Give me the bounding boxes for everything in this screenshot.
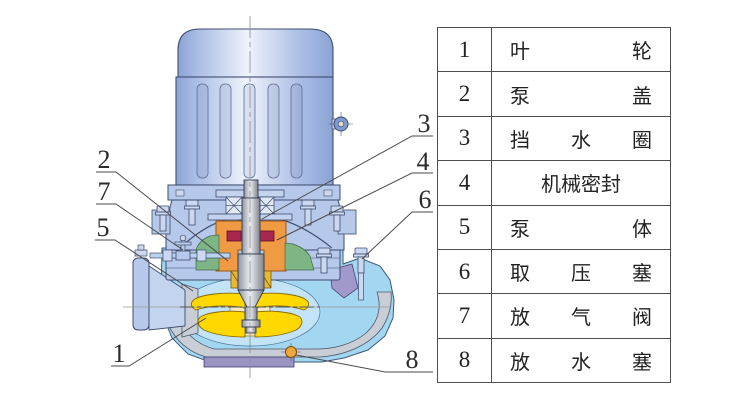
callout-7: 7 xyxy=(97,177,111,206)
part-name: 取 压 塞 xyxy=(491,248,671,295)
callout-5: 5 xyxy=(96,213,110,242)
centerlines xyxy=(123,16,390,378)
callout-3: 3 xyxy=(417,109,431,138)
table-row: 6 取 压 塞 xyxy=(437,248,671,295)
table-row: 3 挡 水 圈 xyxy=(437,115,671,162)
part-name: 放 气 阀 xyxy=(491,293,671,339)
lifting-eye-bolt xyxy=(329,112,353,136)
seal-ring-left xyxy=(226,230,242,242)
drain-plug xyxy=(281,343,301,361)
part-name: 叶 轮 xyxy=(491,26,671,73)
base-foot xyxy=(203,356,295,368)
part-number: 7 xyxy=(437,293,492,339)
callout-4: 4 xyxy=(416,147,430,176)
part-name: 放 水 塞 xyxy=(491,337,671,384)
part-name: 挡 水 圈 xyxy=(491,115,671,162)
table-row: 1 叶 轮 xyxy=(437,26,671,73)
callout-8: 8 xyxy=(405,345,419,374)
motor-cooling-fins xyxy=(196,83,303,179)
part-number: 6 xyxy=(437,248,492,295)
motor-housing xyxy=(167,28,353,201)
part-name: 泵 盖 xyxy=(491,71,671,117)
pump-shaft xyxy=(237,179,265,334)
callout-1: 1 xyxy=(112,339,126,368)
part-name: 泵 体 xyxy=(491,204,671,250)
impeller xyxy=(190,292,310,338)
callout-leader-lines xyxy=(95,135,433,373)
pump-cross-section-drawing xyxy=(95,16,433,378)
part-number: 8 xyxy=(437,337,492,384)
part-number: 2 xyxy=(437,71,492,117)
part-number: 3 xyxy=(437,115,492,162)
table-row: 4 机械密封 xyxy=(437,160,671,206)
part-number: 1 xyxy=(437,26,492,73)
parts-table: 1 叶 轮 2 泵 盖 3 挡 水 圈 4 机械密封 5 泵 体 6 取 压 塞 xyxy=(437,26,671,384)
pressure-tap-plug xyxy=(316,247,369,301)
table-row: 2 泵 盖 xyxy=(437,71,671,117)
suction-flange xyxy=(132,244,186,331)
callout-2: 2 xyxy=(97,145,111,174)
part-number: 5 xyxy=(437,204,492,250)
callout-6: 6 xyxy=(418,185,432,214)
part-number: 4 xyxy=(437,160,492,206)
table-row: 7 放 气 阀 xyxy=(437,293,671,339)
air-release-valve xyxy=(149,234,231,262)
table-row: 5 泵 体 xyxy=(437,204,671,250)
seal-ring-right xyxy=(259,230,275,242)
part-name: 机械密封 xyxy=(491,160,671,206)
table-row: 8 放 水 塞 xyxy=(437,337,671,384)
